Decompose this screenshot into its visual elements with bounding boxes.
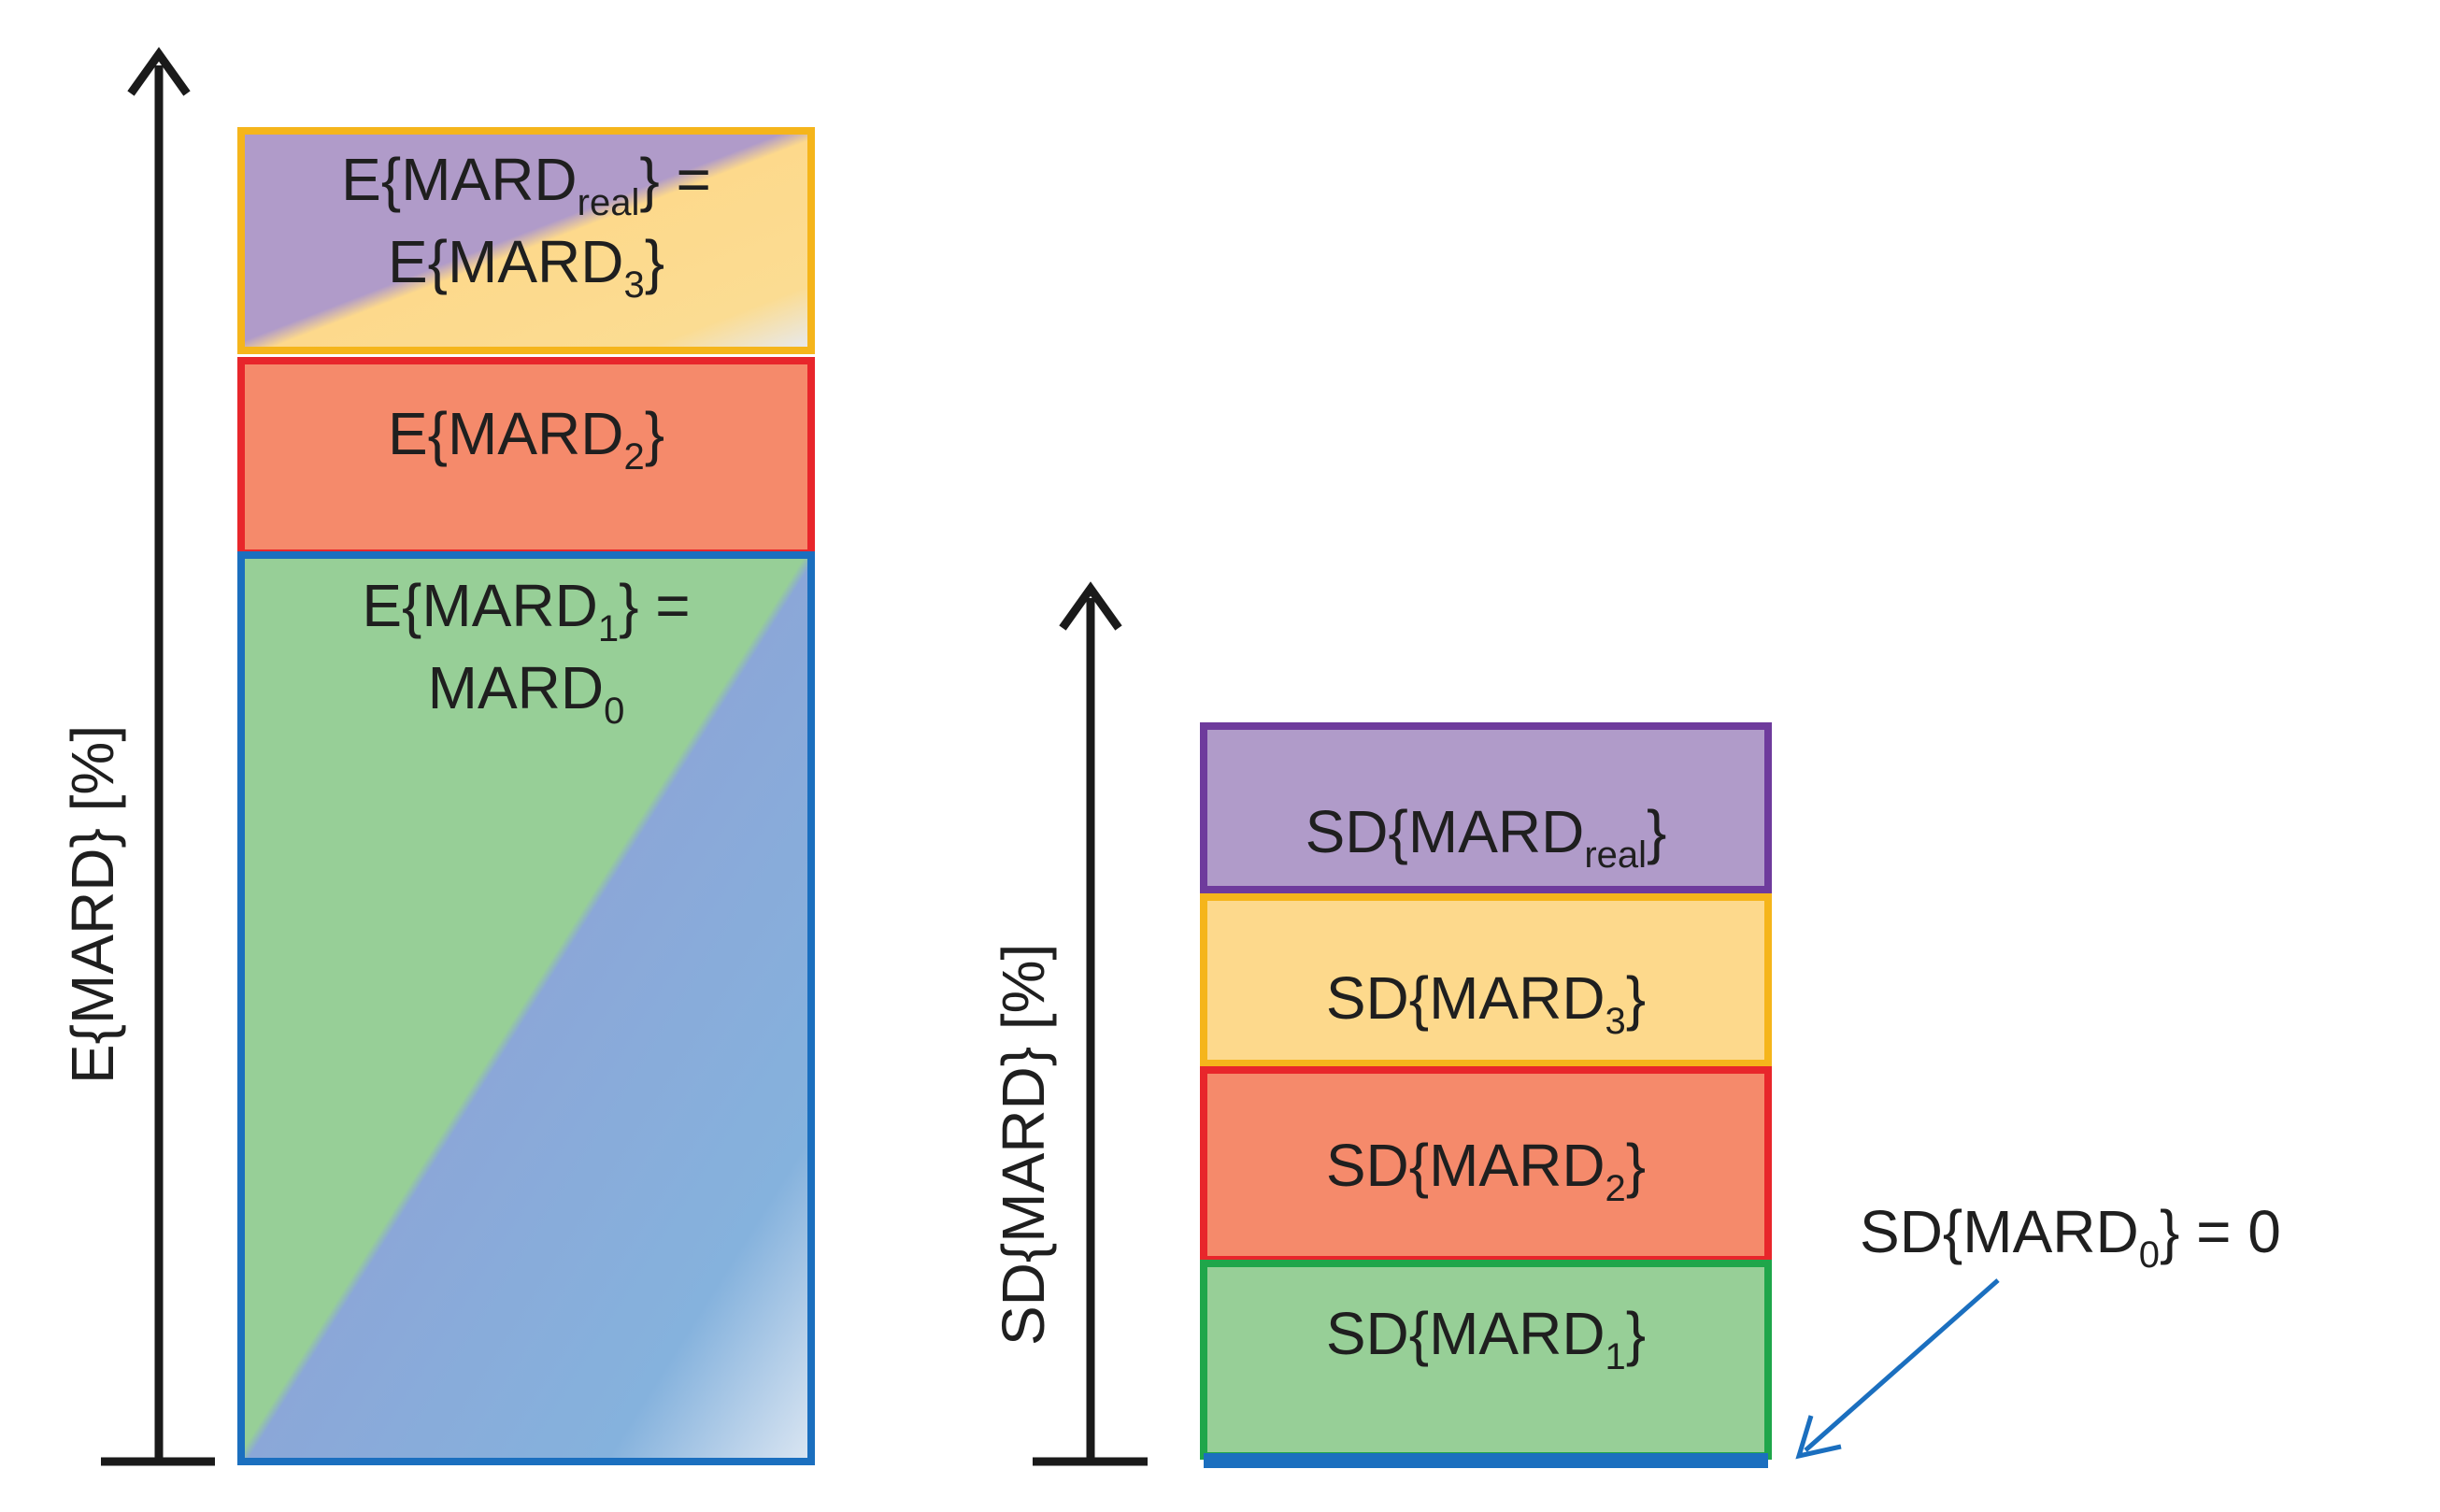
left-axis-title: E{MARD} [%] (59, 724, 126, 1084)
e-mard-2-label: E{MARD2} (387, 400, 665, 478)
sd-mard-2-label: SD{MARD2} (1325, 1132, 1647, 1209)
annotation-arrow (1795, 1278, 2000, 1460)
right-axis-title: SD{MARD} [%] (990, 943, 1057, 1346)
e-mard-1-block (237, 551, 815, 1465)
sd-mard-0-line (1204, 1453, 1768, 1468)
sd-mard-2-block (1200, 1066, 1772, 1263)
left-axis (101, 47, 215, 1466)
sd-mard-3-block (1200, 893, 1772, 1067)
right-axis (1033, 581, 1148, 1466)
sd-mard-0-annotation: SD{MARD0} = 0 (1860, 1198, 2281, 1276)
sd-mard-real-label: SD{MARDreal} (1305, 798, 1667, 876)
e-mard-2-block (237, 357, 815, 557)
e-mard-real-label: E{MARDreal} = E{MARD3} (341, 146, 711, 306)
e-mard-real-block (237, 127, 815, 354)
sd-mard-3-label: SD{MARD3} (1325, 964, 1647, 1042)
sd-mard-real-block (1200, 722, 1772, 893)
e-mard-1-label: E{MARD1} = MARD0 (362, 572, 691, 732)
sd-mard-1-block (1200, 1260, 1772, 1460)
sd-mard-1-label: SD{MARD1} (1325, 1300, 1647, 1377)
